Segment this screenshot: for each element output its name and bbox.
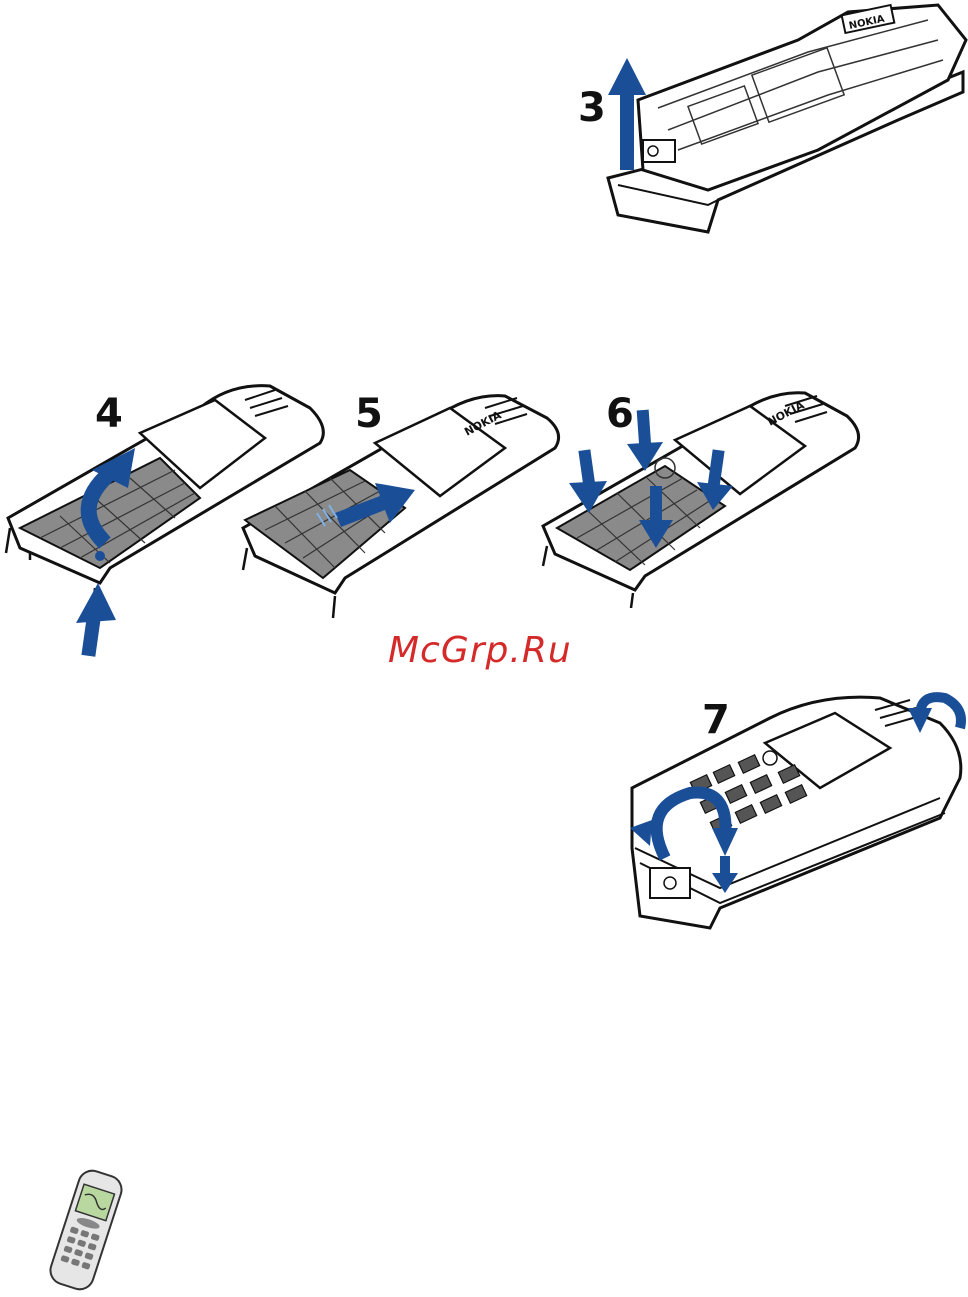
phone-icon xyxy=(40,1165,132,1295)
step-5-illustration: NOKIA xyxy=(235,378,565,628)
watermark-text: McGrp.Ru xyxy=(388,630,572,671)
step-3-illustration: NOKIA xyxy=(598,0,968,240)
step-6-illustration: NOKIA xyxy=(535,378,870,608)
step-7-illustration xyxy=(620,688,968,936)
up-arrow-icon xyxy=(76,583,116,657)
